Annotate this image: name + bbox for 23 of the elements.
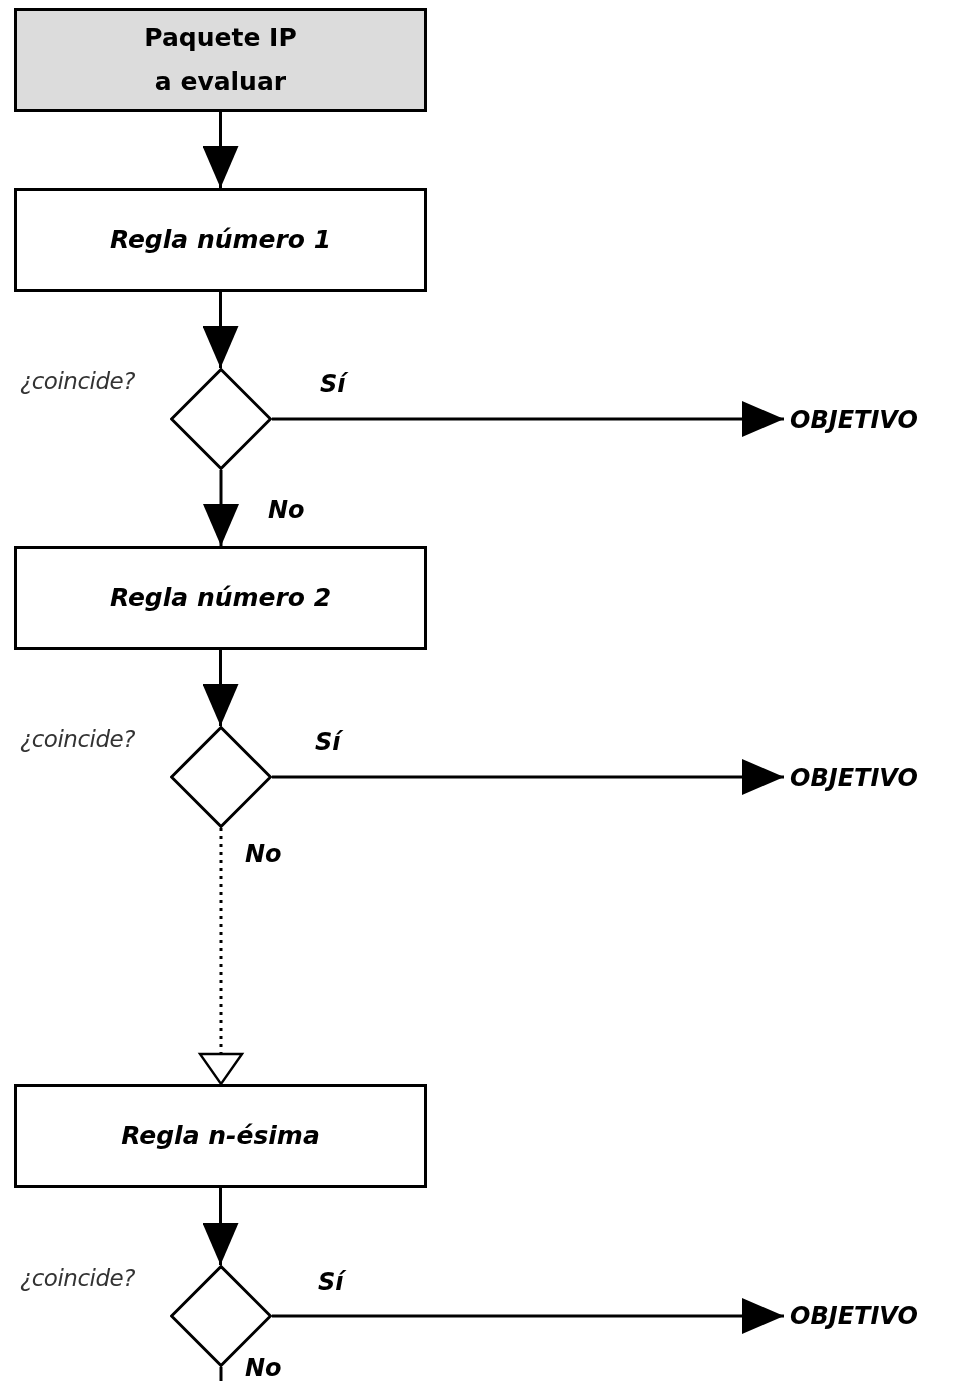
box-text: Regla número 2 [109, 582, 332, 615]
target-text: OBJETIVO [790, 758, 970, 798]
process-box [14, 546, 427, 650]
question-text: ¿coincide? [20, 1264, 135, 1293]
arrow [202, 112, 239, 188]
arrow [202, 650, 239, 726]
start-box [14, 8, 427, 112]
question-text: ¿coincide? [20, 367, 135, 396]
arrow [198, 828, 244, 1086]
box-text: Paquete IP a evaluar [143, 22, 298, 98]
arrow [272, 401, 784, 437]
arrow [202, 1188, 239, 1265]
arrow [203, 470, 239, 546]
box-text: Regla número 1 [109, 224, 332, 257]
arrow [272, 759, 784, 795]
question-text: ¿coincide? [20, 725, 135, 754]
arrow [202, 292, 239, 368]
box-text: Regla n-ésima [121, 1120, 320, 1153]
process-box [14, 1084, 427, 1188]
process-box [14, 188, 427, 292]
arrow [272, 1298, 784, 1334]
target-text: OBJETIVO [790, 1296, 970, 1336]
target-text: OBJETIVO [790, 400, 970, 440]
